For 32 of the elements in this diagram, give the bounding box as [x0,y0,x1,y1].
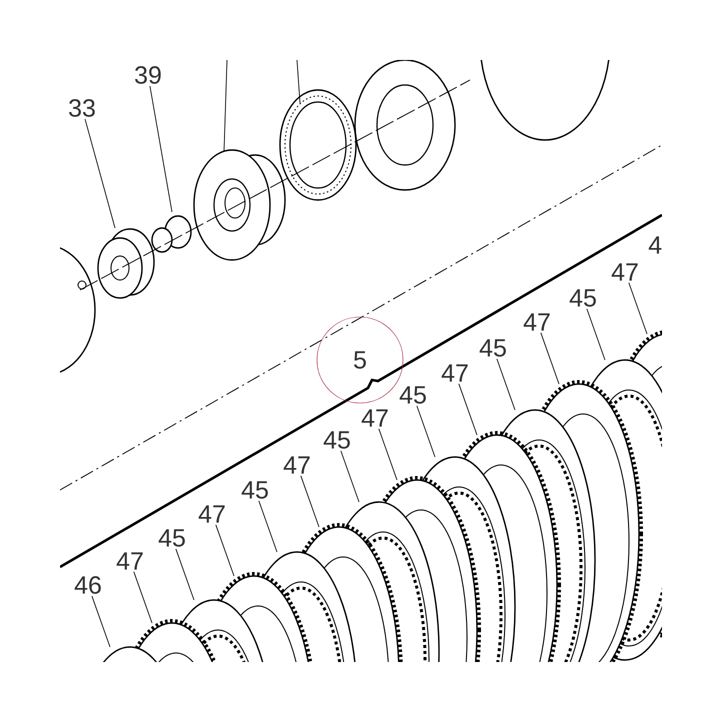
callout-number: 47 [116,552,143,570]
leader-line [416,406,436,458]
leader-line [586,308,606,360]
callout-number: 33 [69,99,95,117]
callout-number: 47 [362,409,388,427]
leader-line [175,548,194,600]
callout-number: 45 [480,339,506,357]
leader-line [540,332,560,384]
callout-number: 45 [242,481,268,499]
callout-number: 47 [284,456,310,474]
callout-number: 47 [524,313,550,331]
callout-number: 46 [74,576,101,594]
leader-line [458,383,478,436]
callout-number: 39 [135,66,161,84]
callout-number: 47 [442,364,468,382]
leader-line [496,358,516,410]
leader-line [340,450,360,502]
callout-number: 47 [612,263,638,281]
leader-line [300,475,320,528]
leader-line [92,596,110,648]
callout-number: 45 [324,431,350,449]
callout-number: 4 [648,236,662,254]
leader-line [258,500,278,552]
callout-number: 47 [198,505,225,523]
leader-line [378,428,398,480]
leader-line [628,282,648,334]
leader-line [150,86,172,212]
leader-line [215,524,234,576]
callout-number: 45 [570,289,596,307]
leader-line [133,571,152,624]
callout-number: 45 [158,529,185,547]
leader-line [84,118,116,228]
